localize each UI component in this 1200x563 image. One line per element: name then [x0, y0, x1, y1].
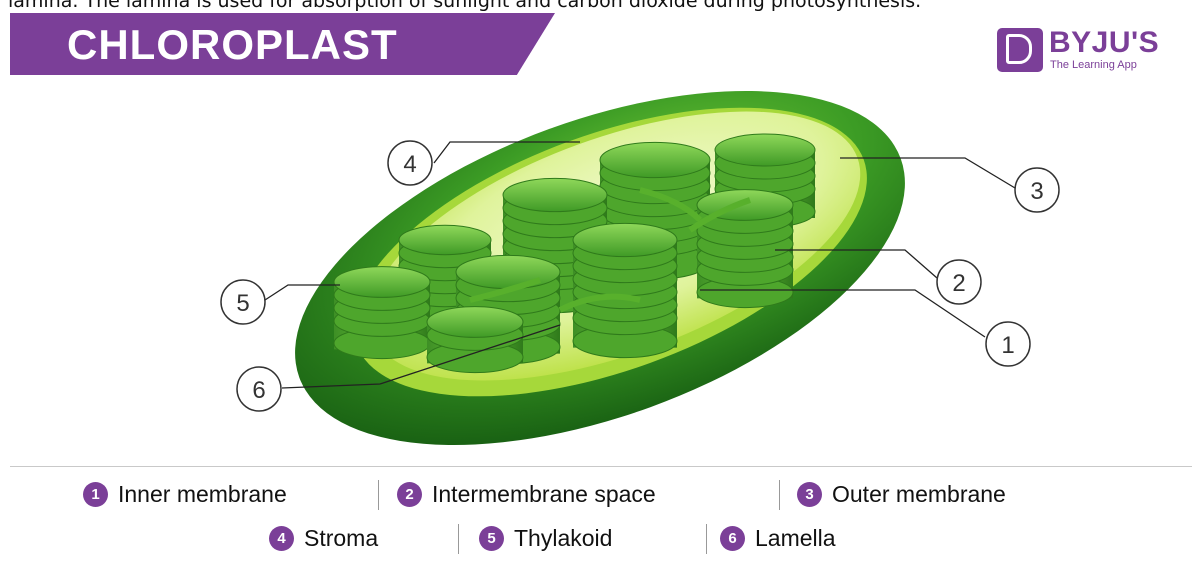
- callout-5: 5: [221, 280, 265, 324]
- callout-1: 1: [986, 322, 1030, 366]
- callout-5-label: 5: [236, 290, 249, 317]
- legend-bullet-1: 1: [83, 482, 108, 507]
- legend-row-2: 4 Stroma 5 Thylakoid 6 Lamella: [0, 518, 1200, 558]
- legend-bullet-5: 5: [479, 526, 504, 551]
- legend-bullet-2: 2: [397, 482, 422, 507]
- callout-4: 4: [388, 141, 432, 185]
- legend-item-outer-membrane: 3 Outer membrane: [797, 479, 1006, 509]
- legend-label-3: Outer membrane: [832, 481, 1006, 508]
- legend-label-2: Intermembrane space: [432, 481, 656, 508]
- callout-6-label: 6: [252, 377, 265, 404]
- thylakoid-stack: [427, 307, 523, 373]
- legend-bullet-3: 3: [797, 482, 822, 507]
- legend-divider: [10, 466, 1192, 467]
- legend-item-intermembrane-space: 2 Intermembrane space: [397, 479, 656, 509]
- legend-label-4: Stroma: [304, 525, 378, 552]
- callout-1-label: 1: [1001, 332, 1014, 359]
- thylakoid-stack: [573, 223, 677, 357]
- legend-label-6: Lamella: [755, 525, 836, 552]
- legend-item-lamella: 6 Lamella: [720, 523, 836, 553]
- legend-separator: [779, 480, 780, 510]
- callout-2-label: 2: [952, 270, 965, 297]
- legend-label-5: Thylakoid: [514, 525, 612, 552]
- legend-item-stroma: 4 Stroma: [269, 523, 378, 553]
- legend-item-thylakoid: 5 Thylakoid: [479, 523, 612, 553]
- legend-separator: [378, 480, 379, 510]
- legend-separator: [706, 524, 707, 554]
- legend-label-1: Inner membrane: [118, 481, 287, 508]
- callout-2: 2: [937, 260, 981, 304]
- callout-3: 3: [1015, 168, 1059, 212]
- callout-3-label: 3: [1030, 178, 1043, 205]
- thylakoid-stack: [334, 267, 430, 359]
- legend-separator: [458, 524, 459, 554]
- callout-6: 6: [237, 367, 281, 411]
- legend-bullet-4: 4: [269, 526, 294, 551]
- legend-item-inner-membrane: 1 Inner membrane: [83, 479, 287, 509]
- callout-4-label: 4: [403, 151, 416, 178]
- legend-row-1: 1 Inner membrane 2 Intermembrane space 3…: [0, 474, 1200, 514]
- legend-bullet-6: 6: [720, 526, 745, 551]
